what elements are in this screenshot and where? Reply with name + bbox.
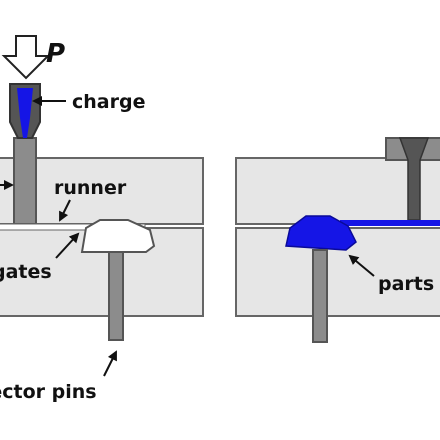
molded-part [285,215,357,251]
parts-pointer [348,254,375,277]
runner-pointer [59,199,71,222]
charge [17,88,33,138]
left-sprue [13,137,37,225]
right-mold-assembly: parts [235,137,440,343]
ejector-pins-label: ejector pins [0,381,97,403]
left-mold-assembly: P charge runner gates ejector pins [0,35,204,403]
left-empty-cavity [80,219,156,253]
ejector-pins-pointer [103,350,117,377]
runner-label: runner [54,177,127,199]
gates-label: gates [0,261,52,283]
force-label: P [46,39,65,69]
parts-label: parts [378,273,434,295]
right-filled-runner [340,220,440,226]
left-ejector-pin [108,251,124,341]
charge-label: charge [72,91,145,113]
gates-pointer [55,232,80,259]
right-ejector-pin [312,249,328,343]
right-upper-mold [235,157,440,225]
force-arrow [1,35,51,80]
